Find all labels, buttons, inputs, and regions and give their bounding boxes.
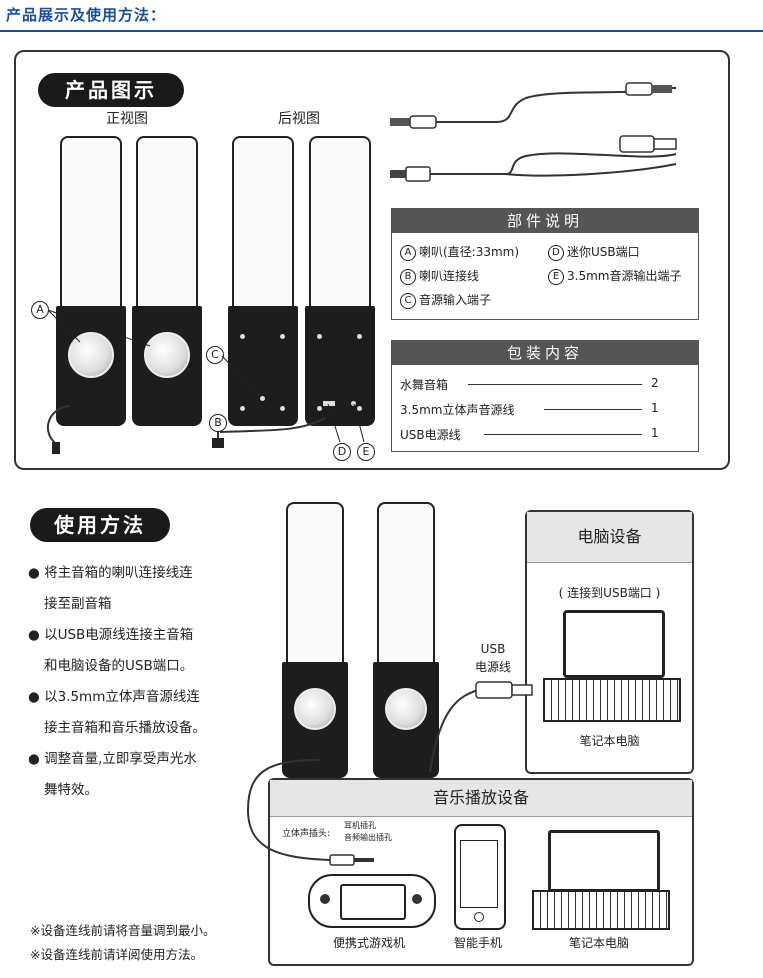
back-view-label: 后视图 bbox=[278, 111, 320, 127]
callout-d: D bbox=[333, 443, 351, 461]
jack-note-1: 耳机插孔 bbox=[344, 821, 376, 830]
usage-line: ● 将主音箱的喇叭连接线连 bbox=[28, 565, 193, 581]
usage-line: ● 调整音量,立即享受声光水 bbox=[28, 751, 197, 767]
parts-box: 部件说明 bbox=[391, 208, 699, 320]
usage-line: ● 以USB电源线连接主音箱 bbox=[28, 627, 194, 643]
front-speaker-left bbox=[56, 136, 126, 428]
smartphone-icon bbox=[454, 824, 506, 930]
package-box: 包装内容 bbox=[391, 340, 699, 452]
package-item-qty: 2 bbox=[651, 376, 659, 390]
product-pill: 产品图示 bbox=[38, 73, 184, 107]
package-item-qty: 1 bbox=[651, 426, 659, 440]
usage-pill: 使用方法 bbox=[30, 508, 170, 542]
mark-b: B bbox=[400, 268, 416, 285]
mark-d: D bbox=[548, 244, 564, 261]
leader-line bbox=[468, 384, 642, 385]
back-speaker-right bbox=[305, 136, 375, 428]
mark-c: C bbox=[400, 292, 416, 309]
cables-illustration bbox=[390, 82, 677, 182]
callout-c-line bbox=[221, 355, 261, 397]
front-view-label: 正视图 bbox=[106, 111, 148, 127]
device-label: 便携式游戏机 bbox=[332, 936, 405, 950]
package-item-name: 3.5mm立体声音源线 bbox=[400, 403, 515, 417]
usage-line: 舞特效。 bbox=[44, 782, 98, 798]
laptop-keyboard bbox=[543, 678, 681, 722]
package-item-name: USB电源线 bbox=[400, 428, 461, 442]
computer-box: 电脑设备 ( 连接到USB端口 ) 笔记本电脑 bbox=[525, 510, 694, 774]
device-label: 笔记本电脑 bbox=[568, 936, 629, 950]
audio-cable bbox=[246, 759, 374, 866]
usage-line: 接主音箱和音乐播放设备。 bbox=[44, 720, 206, 736]
usb-cable-label-2: 电源线 bbox=[474, 660, 511, 674]
notebook-icon bbox=[548, 830, 660, 892]
usage-line: 和电脑设备的USB端口。 bbox=[44, 658, 194, 674]
jack-label: 立体声插头: bbox=[282, 829, 331, 839]
callout-c: C bbox=[206, 346, 224, 364]
leader-line bbox=[484, 434, 642, 435]
callout-b: B bbox=[209, 414, 227, 432]
laptop-icon bbox=[563, 610, 665, 678]
callout-a-line bbox=[47, 309, 151, 347]
speaker-woofer bbox=[385, 688, 427, 730]
speaker-woofer bbox=[294, 688, 336, 730]
usage-speaker-left bbox=[282, 502, 348, 780]
speaker-cables bbox=[46, 405, 326, 454]
speaker-woofer bbox=[144, 332, 190, 378]
game-console-icon bbox=[308, 874, 436, 928]
usage-line: ● 以3.5mm立体声音源线连 bbox=[28, 689, 200, 705]
callout-de-lines bbox=[327, 403, 365, 443]
jack-note-2: 音频输出插孔 bbox=[344, 833, 392, 842]
usage-instructions: ● 将主音箱的喇叭连接线连 接至副音箱 ● 以USB电源线连接主音箱 和电脑设备… bbox=[28, 558, 268, 806]
title-underline bbox=[0, 30, 763, 32]
usage-speaker-right bbox=[373, 502, 439, 780]
computer-subtitle: ( 连接到USB端口 ) bbox=[558, 586, 661, 600]
parts-heading: 部件说明 bbox=[392, 209, 698, 233]
note-line: ※设备连线前请将音量调到最小。 bbox=[30, 923, 216, 938]
usage-line: 接至副音箱 bbox=[44, 596, 112, 612]
computer-caption: 笔记本电脑 bbox=[579, 734, 640, 748]
notebook-keyboard bbox=[532, 890, 670, 930]
page-title: 产品展示及使用方法： bbox=[6, 6, 167, 24]
usb-cable bbox=[429, 681, 533, 773]
front-speaker-right bbox=[132, 136, 202, 428]
callout-e: E bbox=[357, 443, 375, 461]
usb-cable-label-1: USB bbox=[480, 642, 506, 656]
package-item-qty: 1 bbox=[651, 401, 659, 415]
music-heading: 音乐播放设备 bbox=[270, 780, 692, 817]
mark-a: A bbox=[400, 244, 416, 261]
device-label: 智能手机 bbox=[453, 936, 502, 950]
package-item-name: 水舞音箱 bbox=[400, 378, 449, 392]
speaker-woofer bbox=[68, 332, 114, 378]
leader-line bbox=[544, 409, 642, 410]
package-heading: 包装内容 bbox=[392, 341, 698, 365]
note-line: ※设备连线前请详阅使用方法。 bbox=[30, 947, 203, 962]
computer-heading: 电脑设备 bbox=[527, 512, 692, 563]
mark-e: E bbox=[548, 268, 564, 285]
back-speaker-left bbox=[228, 136, 298, 428]
